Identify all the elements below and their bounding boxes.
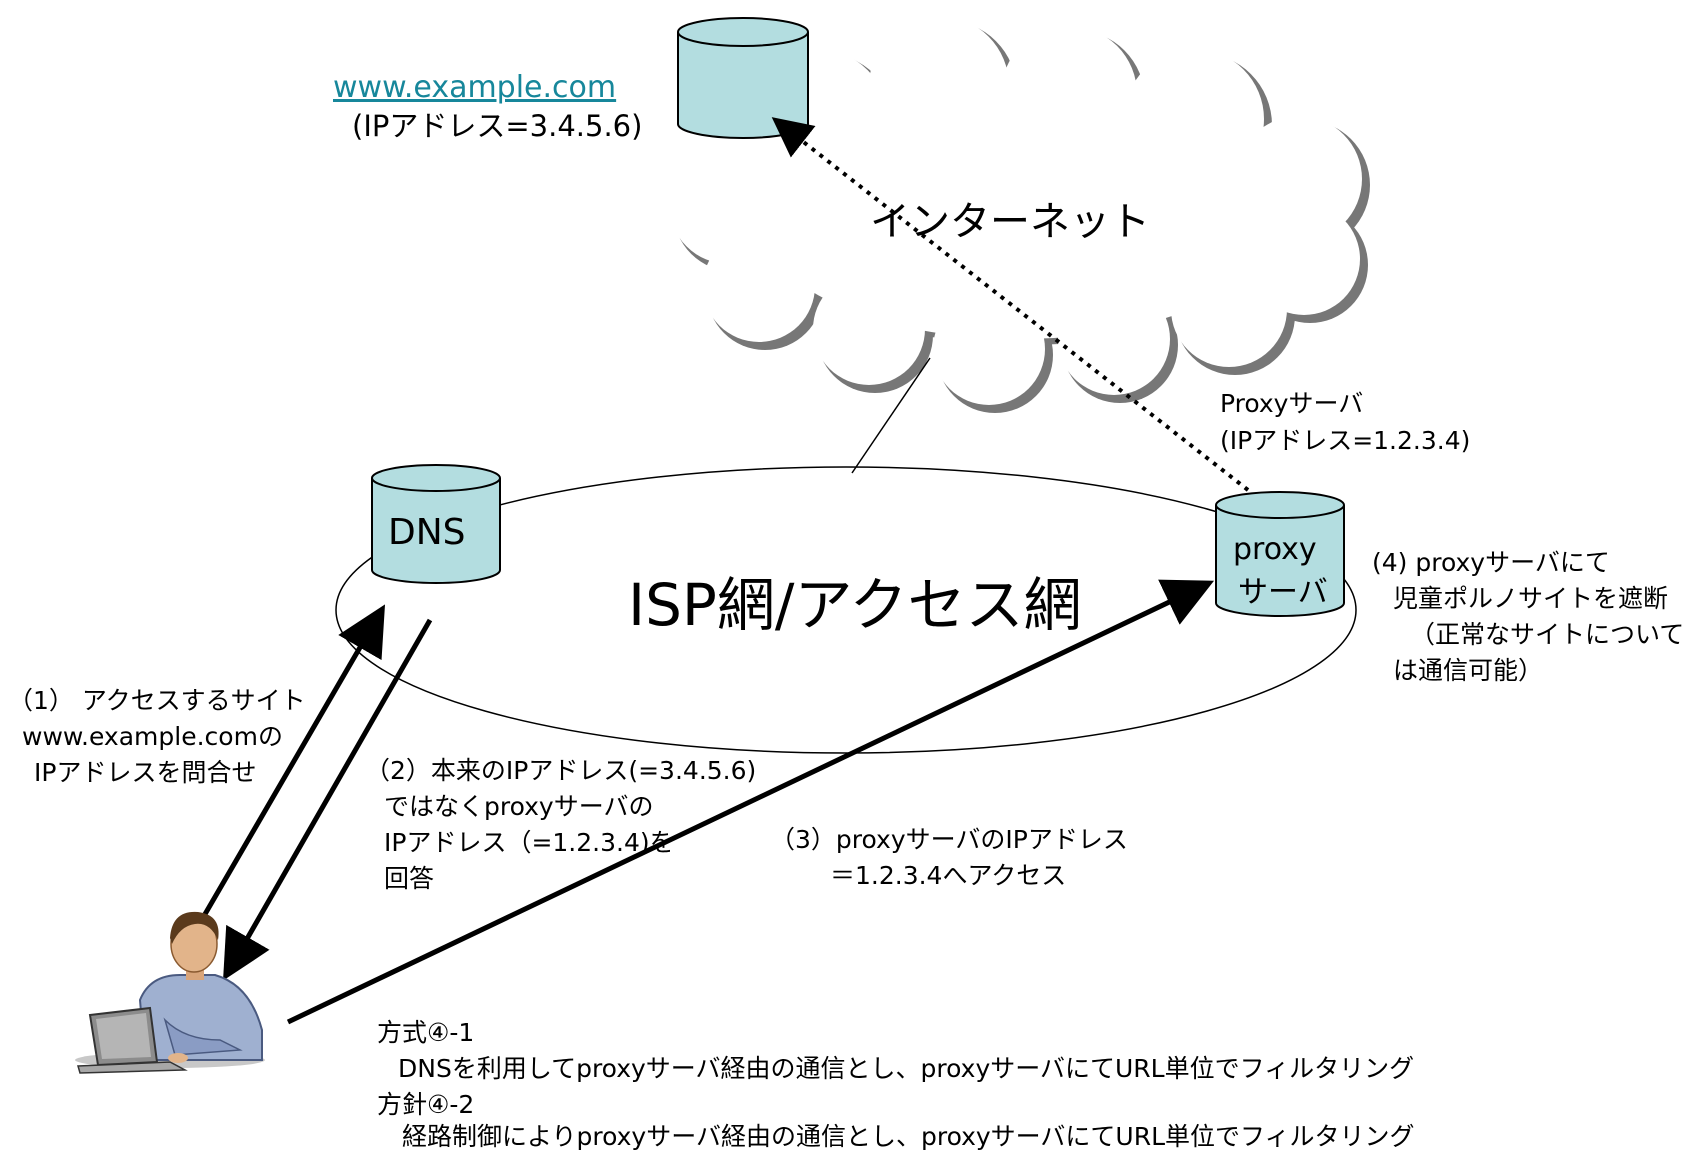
step2-line1: （2）本来のIPアドレス(=3.4.5.6): [365, 756, 757, 785]
method1-title: 方式④-1: [377, 1018, 475, 1047]
proxy-caption-ip: (IPアドレス=1.2.3.4): [1220, 426, 1471, 455]
dns-server-label: DNS: [388, 512, 466, 553]
user-at-laptop-icon: [75, 911, 265, 1074]
access-arrow: [286, 579, 1215, 1025]
method1-description: DNSを利用してproxyサーバ経由の通信とし、proxyサーバにてURL単位で…: [398, 1054, 1415, 1083]
web-server-url-link[interactable]: www.example.com: [333, 70, 617, 105]
step1-line2: www.example.comの: [22, 722, 283, 751]
proxy-server-icon: [1215, 491, 1345, 617]
step4-line1: (4) proxyサーバにて: [1372, 548, 1610, 577]
step2-line4: 回答: [384, 864, 435, 893]
method2-title: 方針④-2: [377, 1090, 475, 1119]
internet-cloud-icon: [669, 16, 1370, 413]
step4-line2: 児童ポルノサイトを遮断: [1393, 584, 1669, 613]
step3-line1: （3）proxyサーバのIPアドレス: [770, 825, 1128, 854]
step2-line2: ではなくproxyサーバの: [384, 792, 654, 821]
method2-description: 経路制御によりproxyサーバ経由の通信とし、proxyサーバにてURL単位でフ…: [402, 1122, 1415, 1151]
isp-internet-link: [851, 357, 931, 474]
step2-line3: IPアドレス（=1.2.3.4)を: [384, 828, 675, 857]
internet-label: インターネット: [870, 199, 1150, 245]
step3-line2: ＝1.2.3.4へアクセス: [830, 861, 1067, 890]
proxy-caption-name: Proxyサーバ: [1220, 389, 1364, 418]
step1-line1: （1） アクセスするサイト: [8, 686, 306, 715]
dns-server-icon: [371, 464, 501, 584]
isp-network-ellipse: [335, 466, 1357, 754]
query-arrow: [187, 604, 386, 942]
step4-line4: は通信可能）: [1393, 656, 1544, 685]
web-server-icon: [677, 17, 809, 139]
answer-arrow: [223, 618, 433, 981]
proxy-server-label-line2: サーバ: [1238, 575, 1328, 610]
isp-network-label: ISP網/アクセス網: [628, 571, 1082, 639]
step4-line3: （正常なサイトについて: [1410, 620, 1685, 649]
step1-line3: IPアドレスを問合せ: [34, 758, 257, 787]
web-server-ip-label: (IPアドレス=3.4.5.6): [352, 109, 643, 143]
proxy-server-label-line1: proxy: [1233, 532, 1317, 567]
